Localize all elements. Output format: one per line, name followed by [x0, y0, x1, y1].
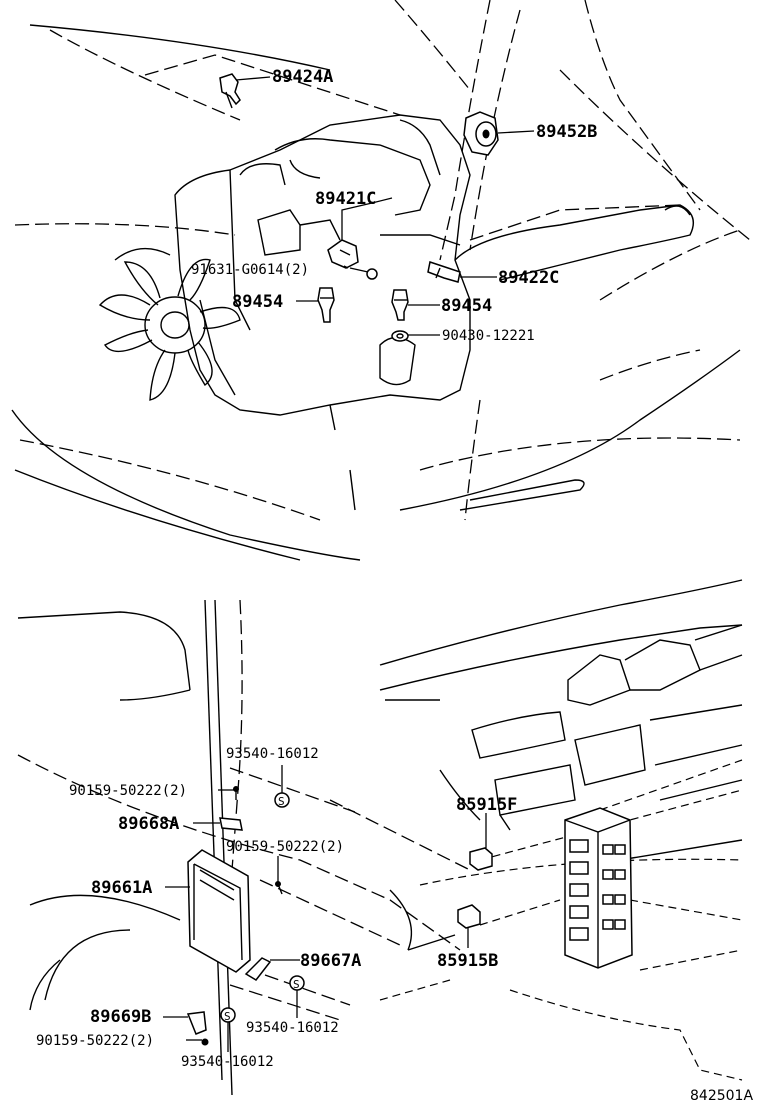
relay-85915B	[457, 904, 481, 929]
leader-lines-top	[235, 76, 535, 336]
sensor-89454-left	[317, 287, 335, 323]
label-89422C: 89422C	[498, 268, 559, 288]
bracket-89669B	[186, 1011, 207, 1035]
bracket-89668A	[219, 817, 243, 831]
junction-block	[564, 807, 633, 969]
label-93540-16012-bottom: 93540-16012	[181, 1054, 274, 1070]
screw-90159-a	[233, 786, 239, 800]
s-mark-bottom: S	[220, 1007, 236, 1023]
label-89667A: 89667A	[300, 951, 361, 971]
label-89661A: 89661A	[91, 878, 152, 898]
label-89421C: 89421C	[315, 189, 376, 209]
label-89669B: 89669B	[90, 1007, 151, 1027]
label-89452B: 89452B	[536, 122, 597, 142]
label-85915F: 85915F	[456, 795, 517, 815]
screw-90159-c	[201, 1038, 209, 1046]
label-91631-G0614: 91631-G0614(2)	[191, 262, 309, 278]
cooling-fan	[98, 247, 241, 401]
svg-text:S: S	[224, 1010, 231, 1023]
engine-bay-illustration	[11, 0, 751, 561]
svg-text:S: S	[293, 978, 300, 991]
sensor-89454-right	[391, 289, 409, 321]
s-mark-top: S	[274, 792, 290, 808]
leader-lines-bottom-left	[163, 765, 300, 1052]
label-90430-12221: 90430-12221	[442, 328, 535, 344]
s-mark-mid: S	[289, 975, 305, 991]
leader-lines-bottom-right	[467, 813, 487, 948]
ecu-89661A	[187, 849, 251, 973]
sensor-89422C	[427, 261, 461, 283]
throttle-sensor-89452B	[463, 111, 499, 156]
washer-90430	[391, 330, 409, 342]
screw-90159-b	[275, 881, 283, 895]
dashboard-illustration	[379, 579, 743, 1081]
drawing-number: 842501A	[690, 1088, 753, 1104]
label-93540-16012-mid: 93540-16012	[246, 1020, 339, 1036]
svg-text:S: S	[278, 795, 285, 808]
sensor-89421C	[327, 239, 359, 269]
label-90159-50222-b: 90159-50222(2)	[226, 839, 344, 855]
bolt-91631	[349, 267, 378, 280]
label-89668A: 89668A	[118, 814, 179, 834]
label-89454-right: 89454	[441, 296, 492, 316]
label-89454-left: 89454	[232, 292, 283, 312]
relay-85915F	[469, 847, 493, 871]
bracket-89667A	[244, 957, 272, 981]
label-90159-50222-c: 90159-50222(2)	[36, 1033, 154, 1049]
label-93540-16012-top: 93540-16012	[226, 746, 319, 762]
sensor-89424A	[219, 73, 241, 109]
ecu-area-illustration	[17, 599, 471, 1096]
label-85915B: 85915B	[437, 951, 498, 971]
label-89424A: 89424A	[272, 67, 333, 87]
label-90159-50222-a: 90159-50222(2)	[69, 783, 187, 799]
